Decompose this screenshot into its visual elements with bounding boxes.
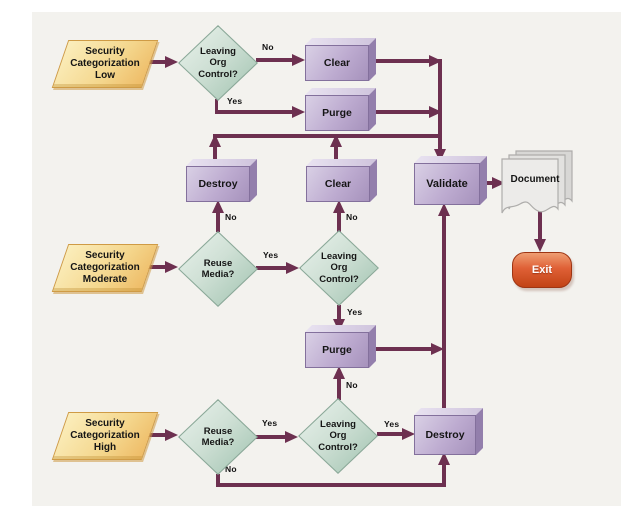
edge-label: Yes	[347, 307, 363, 317]
edge-junction-validate-line	[438, 59, 442, 151]
node-decision-leaving-org-high: Leaving Org Control?	[298, 398, 378, 474]
edge-leavinghigh-destroy-line	[377, 432, 403, 436]
node-process-validate: Validate	[414, 163, 480, 205]
edge-startmod-reuse-line	[147, 265, 166, 269]
edge-starthigh-reuse-line	[147, 433, 166, 437]
edge-purge-junction-line	[367, 110, 430, 114]
arrowhead-icon	[333, 366, 345, 379]
edge-label: No	[346, 212, 358, 222]
edge-label: Yes	[263, 250, 279, 260]
arrowhead-icon	[165, 429, 178, 441]
edge-reusehigh-bottom-line	[216, 474, 220, 487]
node-process-destroy-high: Destroy	[414, 415, 476, 455]
edge-leavinglow-purge-line	[214, 110, 294, 114]
edge-label: No	[225, 212, 237, 222]
arrowhead-icon	[165, 261, 178, 273]
edge-clearmid-collector-line	[334, 145, 338, 166]
node-start-moderate: Security Categorization Moderate	[51, 244, 159, 292]
arrowhead-icon	[330, 134, 342, 147]
edge-reusemod-destroy-line	[216, 211, 220, 232]
node-process-destroy-mid: Destroy	[186, 166, 250, 202]
node-process-purge-low: Purge	[305, 95, 369, 131]
node-label: Clear	[323, 57, 351, 69]
node-label: Leaving Org Control?	[318, 419, 358, 453]
arrowhead-icon	[285, 431, 298, 443]
node-label: Clear	[324, 178, 352, 190]
node-label: Reuse Media?	[201, 425, 235, 448]
edge-label: Yes	[262, 418, 278, 428]
document-pages-icon	[501, 150, 573, 214]
arrowhead-icon	[165, 56, 178, 68]
node-label: Document	[510, 174, 560, 185]
arrowhead-icon	[402, 428, 415, 440]
edge-label: Yes	[227, 96, 243, 106]
edge-collector-line	[213, 134, 441, 138]
arrowhead-icon	[333, 200, 345, 213]
edge-destroymid-collector-line	[213, 145, 217, 166]
node-process-clear-mid: Clear	[306, 166, 370, 202]
node-label: Leaving Org Control?	[319, 251, 359, 285]
edge-clear-junction-line	[367, 59, 430, 63]
node-label: Reuse Media?	[201, 257, 235, 280]
node-start-high: Security Categorization High	[51, 412, 159, 460]
arrowhead-icon	[438, 203, 450, 216]
edge-label: No	[262, 42, 274, 52]
node-label: Exit	[531, 264, 553, 276]
arrowhead-icon	[209, 134, 221, 147]
node-decision-reuse-media-moderate: Reuse Media?	[178, 231, 258, 307]
node-label: Purge	[322, 344, 352, 356]
edge-leavinglow-purge-line	[214, 99, 218, 113]
node-label: Purge	[322, 107, 352, 119]
node-label: Destroy	[425, 429, 465, 441]
arrowhead-icon	[534, 239, 546, 252]
edge-leavinglow-clear-line	[256, 58, 293, 62]
node-decision-leaving-org-low: Leaving Org Control?	[178, 25, 258, 101]
node-label: Validate	[426, 178, 468, 190]
arrowhead-icon	[438, 452, 450, 465]
node-document: Document	[500, 150, 584, 229]
edge-reusemod-leaving-line	[256, 266, 287, 270]
node-label: Security Categorization High	[70, 418, 140, 453]
node-label: Destroy	[198, 178, 238, 190]
arrowhead-icon	[286, 262, 299, 274]
node-label: Security Categorization Moderate	[70, 250, 140, 285]
edge-label: No	[346, 380, 358, 390]
edge-destroyhigh-validate-line	[442, 214, 446, 416]
edge-leavingmod-clear-line	[337, 211, 341, 232]
edge-reusehigh-bottom-line	[442, 463, 446, 487]
node-label: Security Categorization Low	[70, 46, 140, 81]
edge-purgemod-vertical-line	[367, 347, 432, 351]
node-process-clear-low: Clear	[305, 45, 369, 81]
node-label: Leaving Org Control?	[198, 46, 238, 80]
arrowhead-icon	[431, 343, 444, 355]
edge-reusehigh-leaving-line	[256, 435, 286, 439]
arrowhead-icon	[292, 54, 305, 66]
edge-startlow-leaving-line	[147, 60, 166, 64]
arrowhead-icon	[292, 106, 305, 118]
edge-leavinghigh-purge-line	[337, 377, 341, 400]
arrowhead-icon	[212, 200, 224, 213]
node-decision-reuse-media-high: Reuse Media?	[178, 399, 258, 475]
node-decision-leaving-org-moderate: Leaving Org Control?	[299, 230, 379, 306]
edge-label: Yes	[384, 419, 400, 429]
node-process-purge-moderate: Purge	[305, 332, 369, 368]
edge-document-exit-line	[538, 210, 542, 241]
node-start-low: Security Categorization Low	[51, 40, 159, 88]
edge-leavingmod-purge-line	[337, 305, 341, 321]
edge-reusehigh-bottom-line	[216, 483, 446, 487]
node-exit: Exit	[512, 252, 572, 288]
edge-label: No	[225, 464, 237, 474]
